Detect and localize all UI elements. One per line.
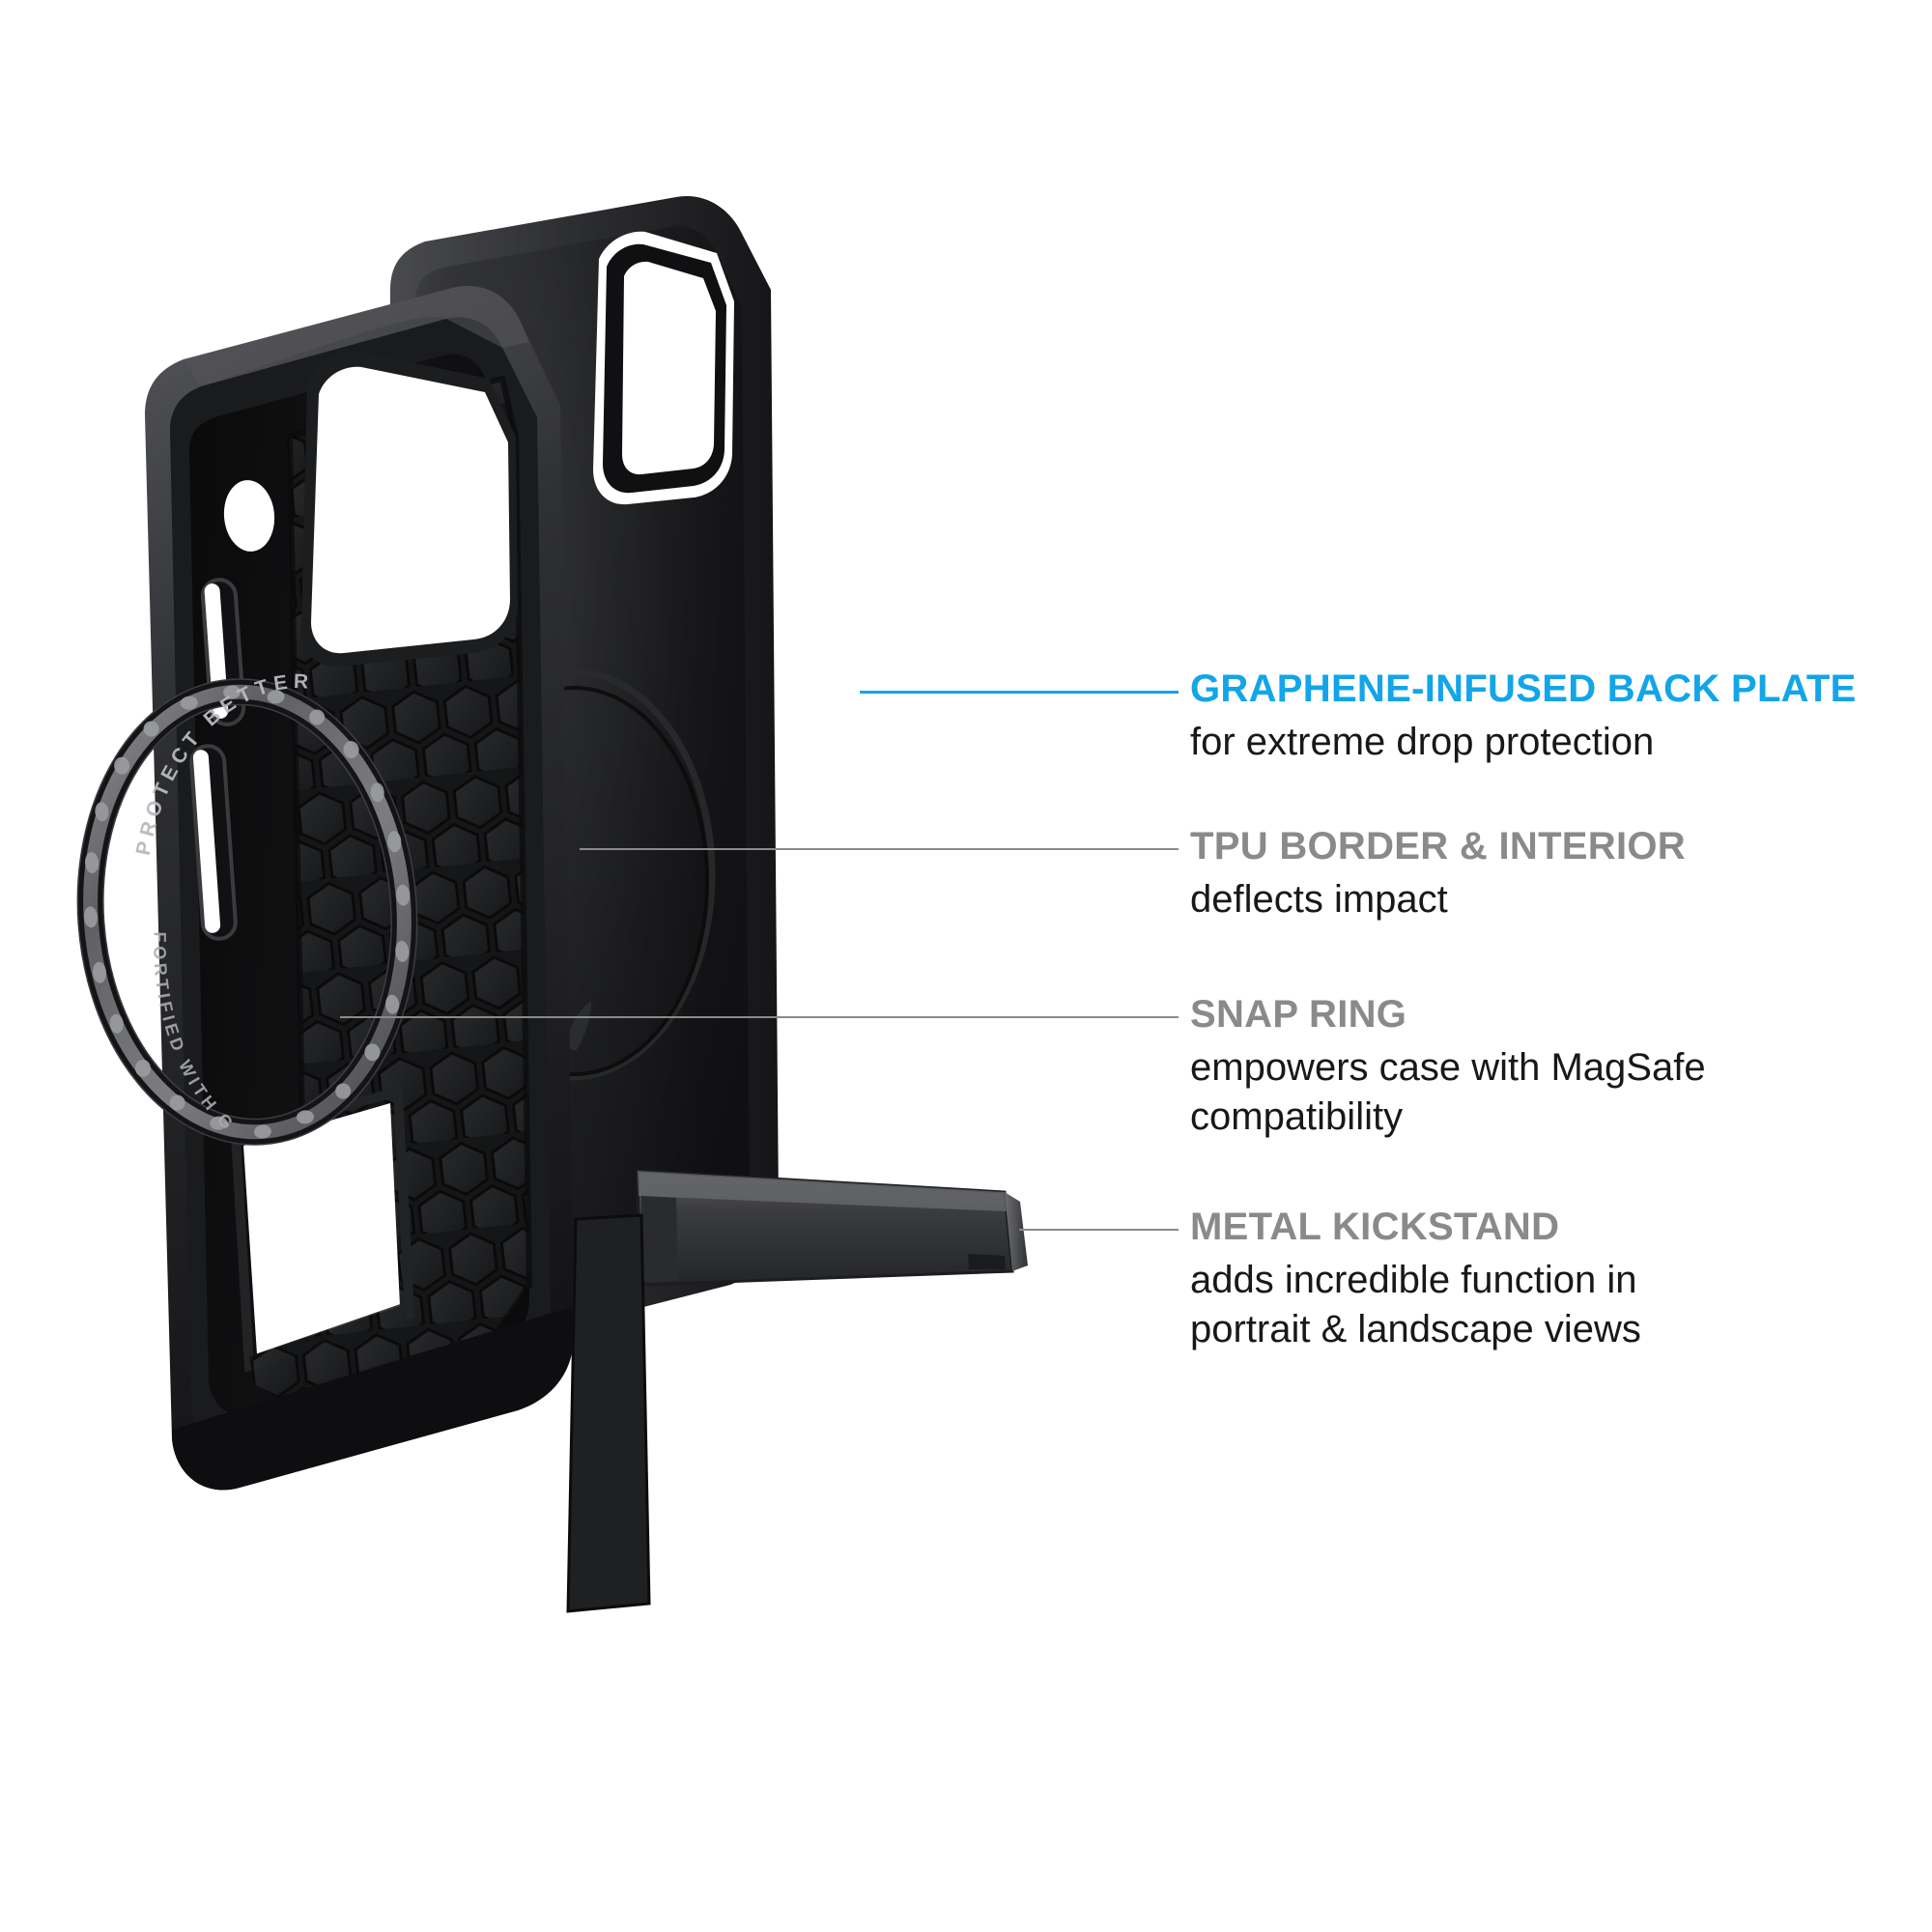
callout-body-snap-ring: empowers case with MagSafe compatibility — [1190, 1046, 1706, 1139]
callout-body-tpu-border-and-interior: deflects impact — [1190, 878, 1448, 922]
callout-body-graphene-infused-back-plate: for extreme drop protection — [1190, 721, 1655, 764]
callout-title-graphene-infused-back-plate: GRAPHENE-INFUSED BACK PLATE — [1190, 668, 1857, 710]
leader-line-tpu-border — [580, 848, 1179, 850]
product-illustration: PROTECT BETTER FORTIFIED WITH GRAPHENE — [0, 0, 1028, 1613]
callout-title-snap-ring: SNAP RING — [1190, 993, 1407, 1036]
callout-tpu-border-and-interior: TPU BORDER & INTERIOR deflects impact — [1190, 824, 1895, 924]
callout-metal-kickstand: METAL KICKSTAND adds incredible function… — [1190, 1205, 1750, 1355]
callout-snap-ring: SNAP RING empowers case with MagSafe com… — [1190, 992, 1789, 1143]
tpu-interior-shell-group — [145, 285, 574, 1491]
callout-body-metal-kickstand: adds incredible function in portrait & l… — [1190, 1259, 1641, 1351]
leader-line-graphene-back-plate — [860, 691, 1179, 694]
metal-kickstand-group — [566, 1169, 1028, 1613]
leader-line-snap-ring — [340, 1016, 1179, 1018]
callout-graphene-infused-back-plate: GRAPHENE-INFUSED BACK PLATE for extreme … — [1190, 667, 1895, 767]
callout-title-metal-kickstand: METAL KICKSTAND — [1190, 1206, 1560, 1248]
callout-title-tpu-border-and-interior: TPU BORDER & INTERIOR — [1190, 825, 1686, 867]
leader-line-metal-kickstand — [1019, 1229, 1179, 1231]
